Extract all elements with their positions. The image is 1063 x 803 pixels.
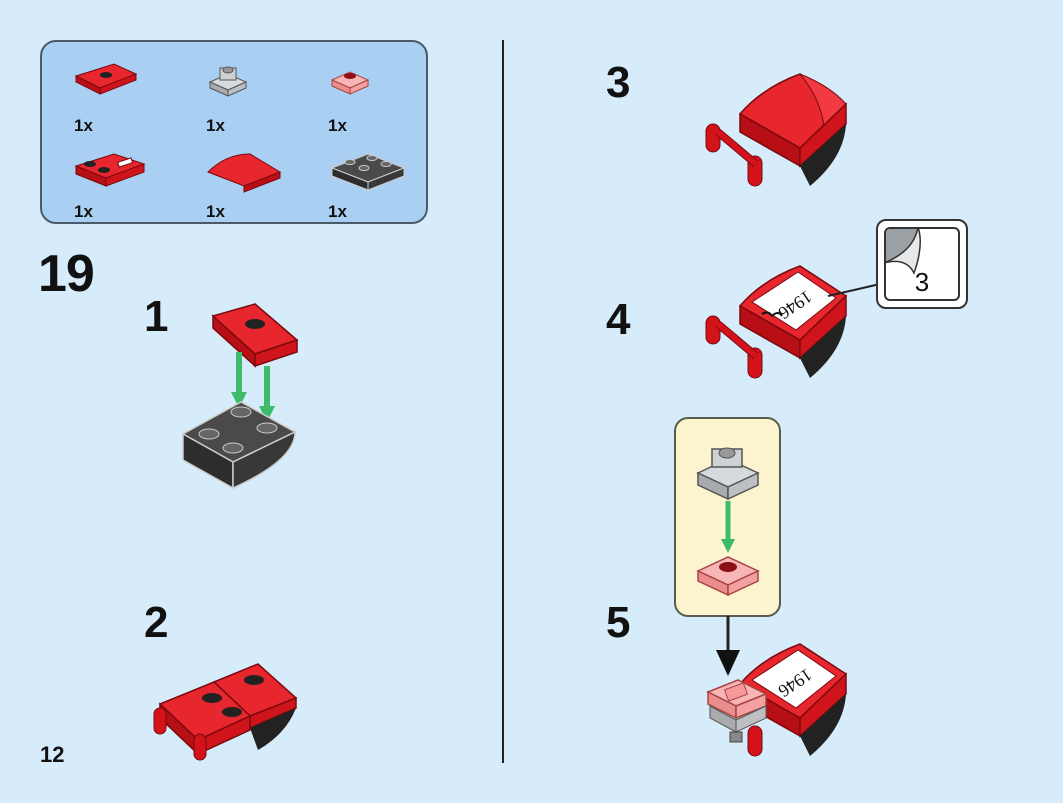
stud-shape (230, 406, 252, 418)
sub-step-number: 2 (144, 598, 169, 647)
step-2-illustration (153, 663, 298, 761)
sticker-peel-icon (886, 229, 921, 275)
red-bar-plate-icon (74, 153, 146, 187)
stud-shape (245, 319, 265, 329)
part-qty: 1x (206, 116, 225, 135)
part-red-plate: 1x (74, 60, 164, 140)
sticker-shape (751, 649, 837, 709)
part-qty: 1x (206, 202, 225, 221)
step-5-illustration: 1946 (706, 643, 848, 757)
sticker-pointer-line (827, 283, 881, 297)
sticker-callout: 3 (876, 219, 968, 309)
part-qty: 1x (74, 116, 93, 135)
trans-red-plate-icon (330, 71, 370, 95)
sub-step-number: 4 (606, 295, 631, 344)
step-4-illustration: 1946 (705, 265, 848, 379)
step-3-illustration (705, 73, 848, 187)
part-red-bar-plate: 1x (74, 146, 164, 226)
parts-list-box: 1x 1x 1x 1x (40, 40, 428, 224)
step-1-illustration (181, 303, 299, 490)
stud-shape (222, 442, 244, 454)
gray-slope-front (232, 430, 296, 490)
green-arrow-head (231, 392, 247, 408)
red-curved-slope-icon (207, 153, 282, 193)
sub-assembly-illustration (696, 447, 760, 597)
part-gray-clip: 1x (206, 60, 296, 140)
sub-step-number: 1 (144, 292, 169, 341)
part-dark-gray-slope: 1x (328, 146, 418, 226)
part-qty: 1x (328, 116, 347, 135)
stud-shape (198, 428, 220, 440)
sticker-shape (751, 271, 837, 331)
sub-step-number: 5 (606, 598, 631, 647)
stud-shape (256, 422, 278, 434)
dark-gray-slope-icon (330, 153, 406, 191)
red-plate-front (254, 338, 298, 368)
part-red-curved-slope: 1x (206, 146, 296, 226)
green-arrow-head (259, 406, 275, 422)
part-qty: 1x (328, 202, 347, 221)
part-qty: 1x (74, 202, 93, 221)
gray-clip-icon (208, 66, 248, 97)
page-divider (502, 40, 504, 763)
page-number: 12 (40, 742, 65, 767)
placement-arrow (716, 616, 740, 676)
main-step-number: 19 (38, 245, 95, 303)
sub-assembly-callout (674, 417, 781, 617)
part-trans-red: 1x (328, 60, 418, 140)
sub-step-number: 3 (606, 58, 631, 107)
sticker-number: 3 (914, 267, 930, 297)
red-plate-icon (74, 63, 138, 95)
sticker-sheet: 3 (884, 227, 960, 301)
